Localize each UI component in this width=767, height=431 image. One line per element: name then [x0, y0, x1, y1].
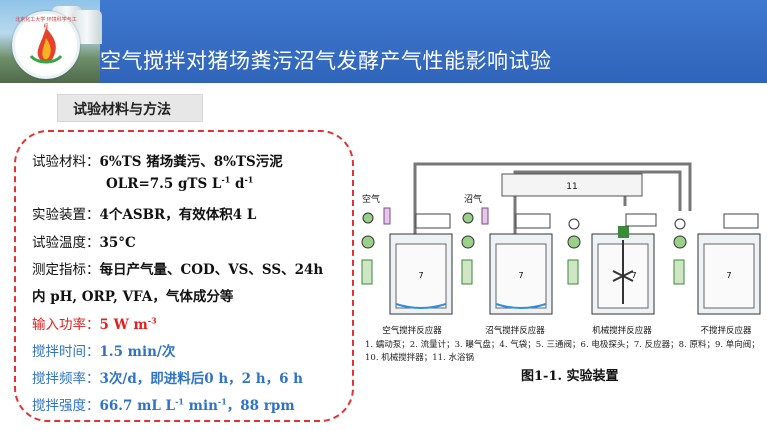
olr-sup: -1	[221, 174, 231, 185]
gas-bag	[383, 207, 391, 225]
intensity-unit: min	[183, 398, 218, 414]
feed-bottle	[567, 259, 579, 285]
reactor-title: 不搅拌反应器	[700, 325, 752, 336]
stir-time-line: 搅拌时间：1.5 min/次	[32, 340, 175, 360]
reactor-biogas: 7	[489, 213, 553, 315]
gas-bag	[481, 207, 489, 225]
line-label: 搅拌强度：	[32, 398, 100, 414]
label-7: 7	[631, 271, 636, 280]
olr-sup: -1	[244, 174, 254, 185]
device-line: 实验装置：4个ASBR，有效体积4 L	[32, 203, 256, 223]
materials-line: 试验材料：6%TS 猪场粪污、8%TS污泥	[32, 150, 283, 170]
line-label: 搅拌频率：	[32, 371, 100, 387]
reactor-title: 空气搅拌反应器	[382, 325, 442, 336]
header-bar	[0, 0, 767, 83]
reactor-mechanical: 7	[591, 213, 657, 315]
line-label: 测定指标：	[32, 262, 100, 278]
indicators-line-2: 内 pH, ORP, VFA，气体成分等	[32, 285, 233, 305]
valve-icon	[568, 218, 580, 230]
line-label: 搅拌时间：	[32, 344, 100, 360]
reactor-title: 沼气搅拌反应器	[485, 325, 545, 336]
logo: 北京化工大学 环境科学与工程	[12, 11, 80, 79]
pump-icon	[567, 235, 581, 249]
figure-caption: 图1-1. 实验装置	[521, 369, 619, 384]
diagram-note: 1. 蠕动泵；2. 流量计；3. 曝气盘；4. 气袋；5. 三通阀；6. 电极探…	[365, 340, 760, 363]
page-title: 空气搅拌对猪场粪污沼气发酵产气性能影响试验	[100, 49, 552, 73]
line-value: 6%TS 猪场粪污、8%TS污泥	[99, 154, 283, 170]
label-biogas: 沼气	[464, 193, 482, 205]
label-air: 空气	[362, 193, 380, 205]
flame-icon	[29, 28, 63, 64]
section-box	[57, 94, 203, 122]
feed-bottle	[461, 259, 473, 285]
line-label: 试验材料：	[32, 154, 100, 170]
setup-diagram: 11 7 7 7 7	[361, 162, 761, 336]
line-value: 3次/d，即进料后0 h，2 h，6 h	[99, 371, 304, 387]
label-7: 7	[518, 271, 523, 280]
intensity-sup: -1	[217, 396, 227, 407]
flowmeter-icon	[462, 212, 474, 224]
olr-line: OLR=7.5 gTS L-1 d-1	[106, 174, 254, 193]
temperature-line: 试验温度：35°C	[32, 231, 136, 251]
line-label: 实验装置：	[32, 207, 100, 223]
section-label: 试验材料与方法	[73, 102, 171, 118]
stir-intensity-line: 搅拌强度：66.7 mL L-1 min-1，88 rpm	[32, 394, 295, 415]
line-label: 试验温度：	[32, 235, 100, 251]
feed-bottle	[673, 259, 685, 285]
logo-text: 北京化工大学 环境科学与工程	[15, 17, 77, 30]
olr-unit: d	[230, 176, 245, 192]
reactor-none: 7	[697, 213, 761, 315]
feed-bottle	[361, 259, 373, 285]
reactor-air: 7	[389, 213, 453, 315]
stir-frequency-line: 搅拌频率：3次/d，即进料后0 h，2 h，6 h	[32, 367, 303, 387]
line-value: 内 pH, ORP, VFA，气体成分等	[32, 289, 234, 305]
power-line: 输入功率：5 W m-3	[32, 313, 157, 334]
label-11: 11	[566, 182, 577, 192]
line-value: 35°C	[99, 235, 136, 251]
flowmeter-icon	[362, 212, 374, 224]
power-value: 5 W m	[99, 317, 148, 333]
intensity-value: 66.7 mL L	[99, 398, 176, 414]
indicators-line: 测定指标：每日产气量、COD、VS、SS、24h	[32, 258, 323, 278]
intensity-sup: -1	[175, 396, 184, 407]
pump-icon	[461, 235, 475, 249]
intensity-rpm: ，88 rpm	[226, 398, 295, 414]
label-7: 7	[726, 271, 731, 280]
pump-icon	[361, 235, 375, 249]
valve-icon	[674, 218, 686, 230]
line-label: 输入功率：	[32, 317, 100, 333]
line-value: 1.5 min/次	[99, 344, 176, 360]
power-sup: -3	[147, 315, 157, 326]
reactor-title: 机械搅拌反应器	[592, 325, 652, 336]
olr-value: OLR=7.5 gTS L	[106, 176, 222, 192]
label-7: 7	[418, 271, 423, 280]
pump-icon	[673, 235, 687, 249]
line-value: 每日产气量、COD、VS、SS、24h	[99, 262, 324, 278]
line-value: 4个ASBR，有效体积4 L	[99, 207, 257, 223]
materials-box	[14, 130, 354, 422]
